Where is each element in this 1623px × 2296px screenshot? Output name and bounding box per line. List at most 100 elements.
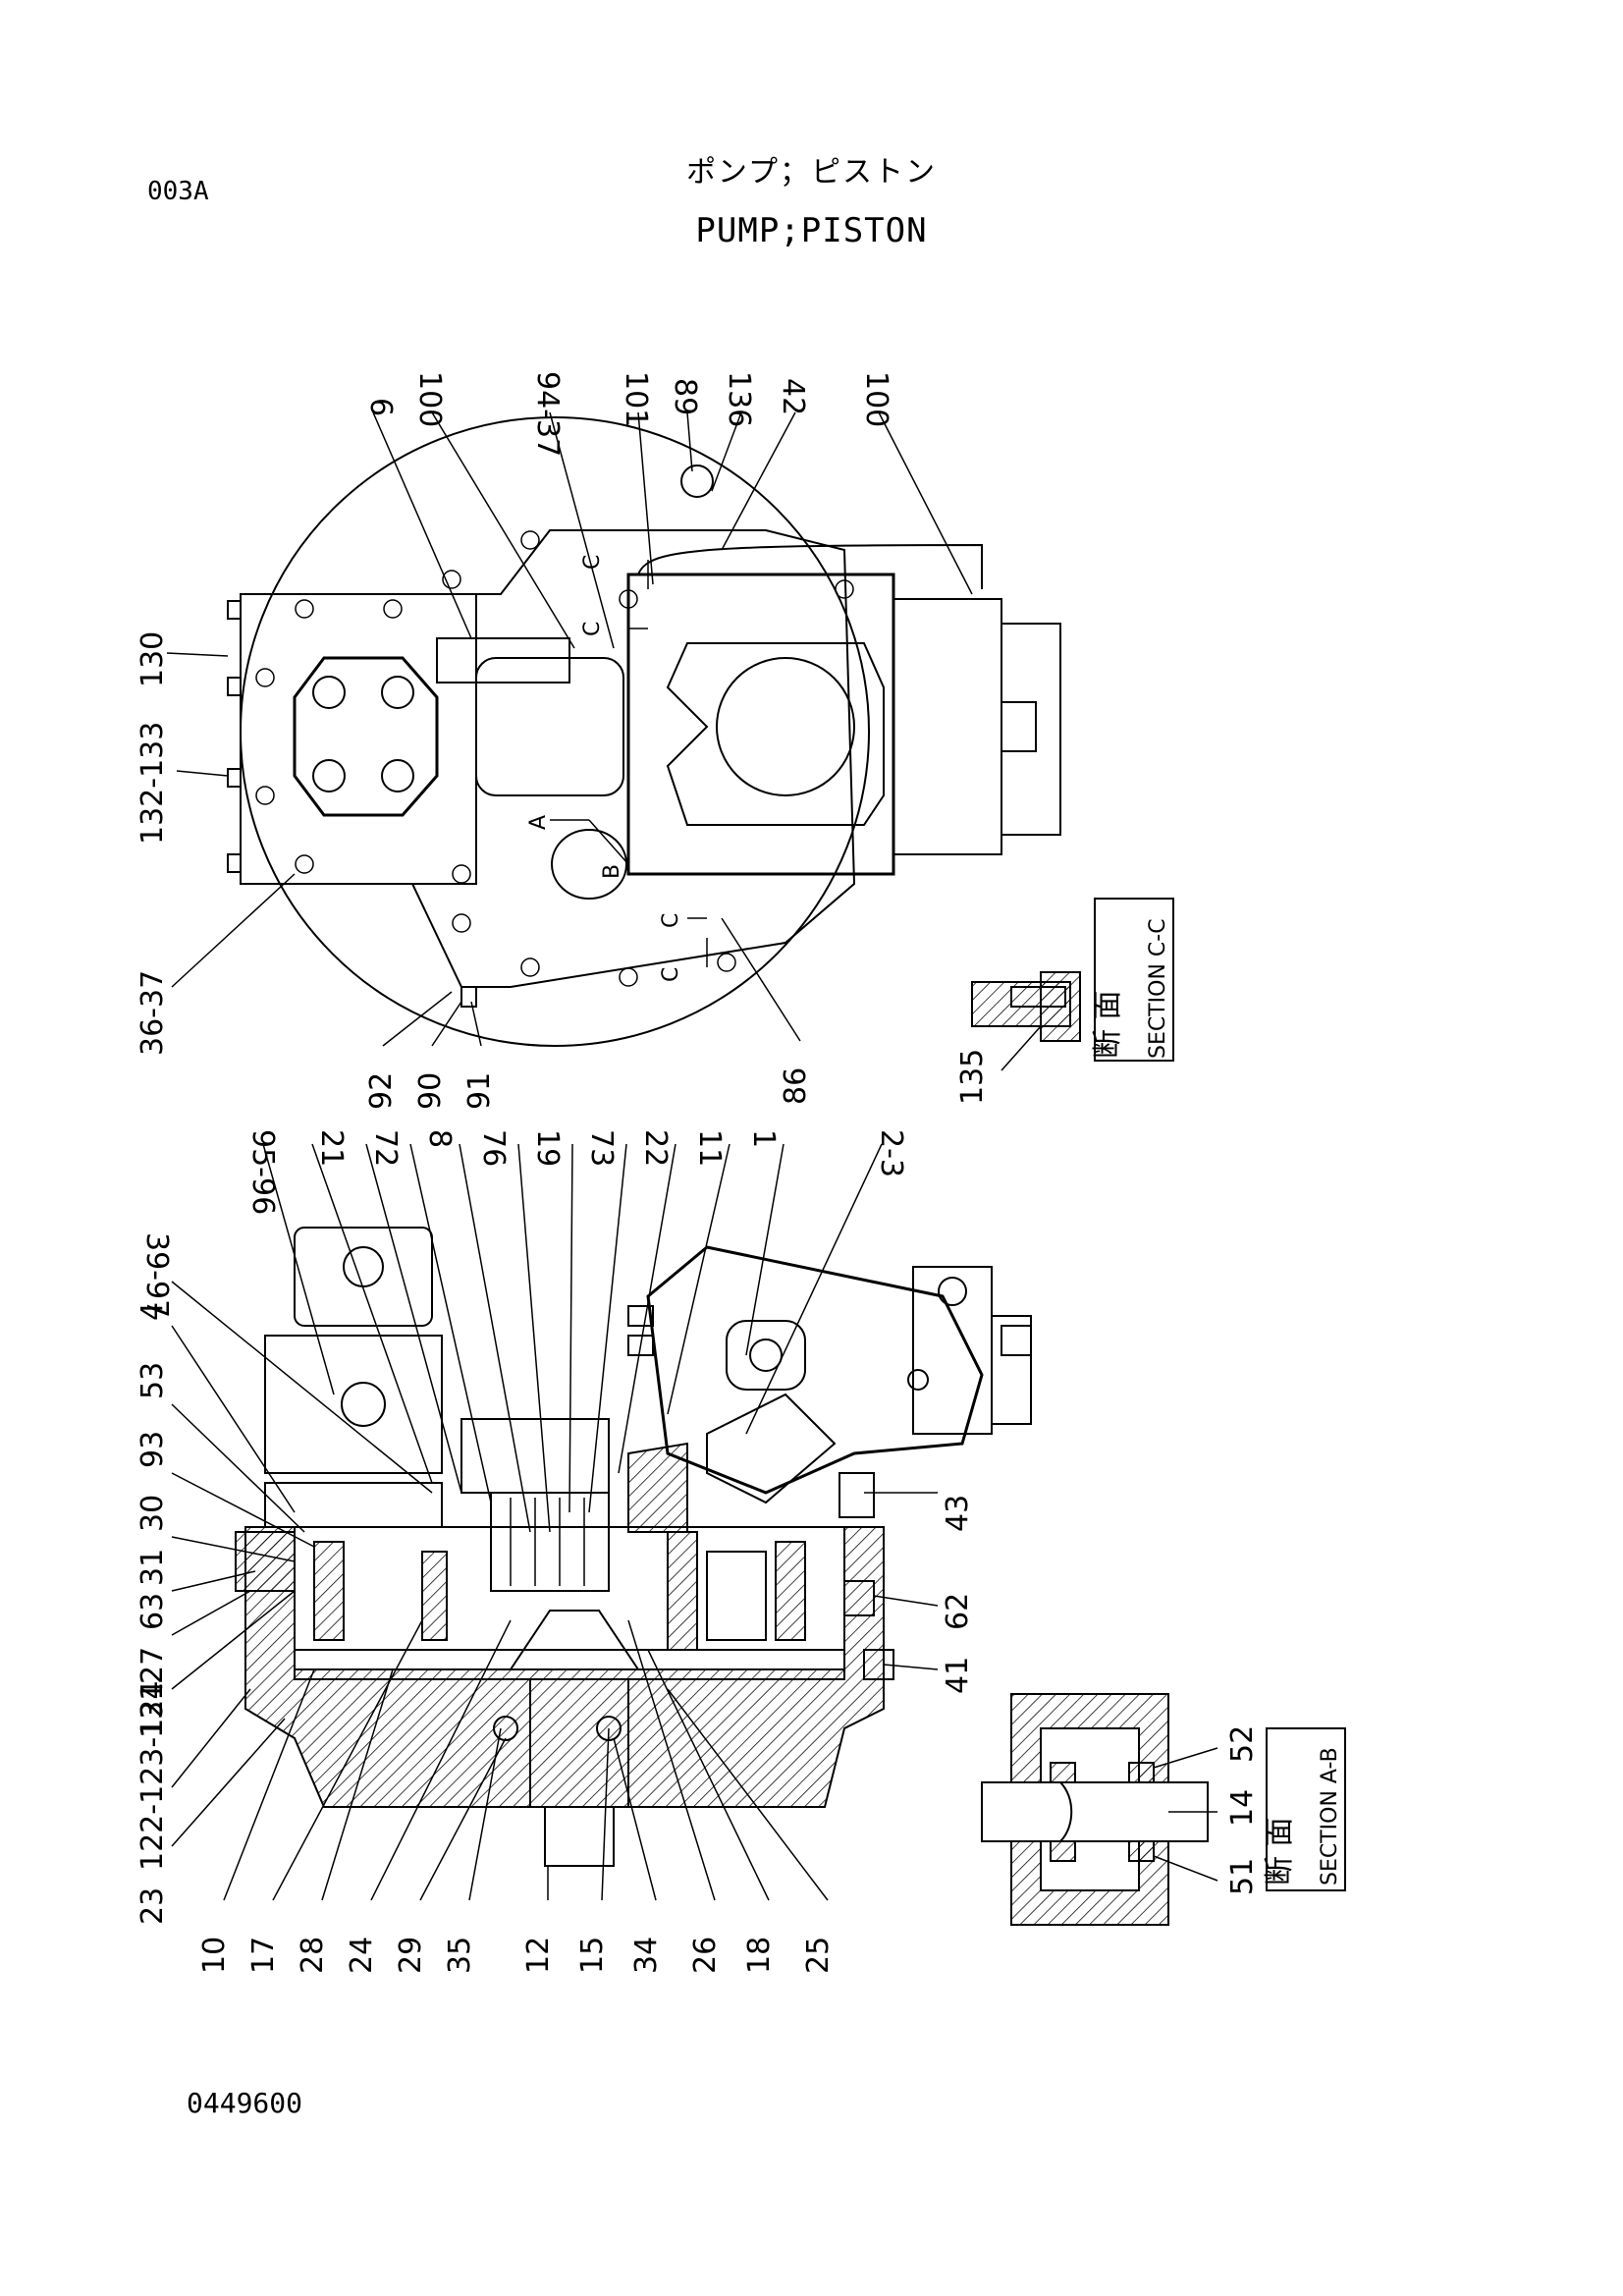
callout-14: 14: [1225, 1789, 1260, 1827]
callout-51: 51: [1225, 1858, 1260, 1895]
callout-122-123-124: 122-123-124: [135, 1681, 170, 1871]
top-view-leaders: [166, 411, 973, 1047]
side-view-drawing: [171, 1143, 1032, 1901]
callout-101: 101: [619, 371, 653, 427]
adapter-flange: [264, 1482, 443, 1528]
callout-21: 21: [314, 1129, 349, 1167]
callout-18: 18: [742, 1937, 777, 1974]
top-view-drawing: [166, 411, 1061, 1047]
section-ab-box: [1266, 1727, 1346, 1891]
callout-43: 43: [941, 1495, 975, 1532]
callout-131: 131: [135, 1682, 170, 1738]
callout-35: 35: [443, 1937, 477, 1974]
callout-100b: 100: [859, 371, 893, 427]
page-code: 003A: [147, 177, 209, 206]
callout-10: 10: [197, 1937, 232, 1974]
callout-52: 52: [1225, 1725, 1260, 1763]
callout-24: 24: [345, 1937, 379, 1974]
pilot-tube: [637, 543, 983, 589]
drawing-number: 0449600: [187, 2087, 303, 2119]
callout-12: 12: [521, 1937, 556, 1974]
callout-30: 30: [135, 1495, 170, 1532]
port-flange: [726, 1320, 806, 1391]
callout-136: 136: [722, 371, 756, 427]
swash-plate-housing: [666, 642, 885, 826]
callout-41: 41: [941, 1657, 975, 1694]
housing-plate-outline: [240, 529, 856, 988]
housing-flange-outline: [240, 416, 870, 1047]
section-cc-en: SECTION C-C: [1146, 918, 1170, 1059]
section-ab-jp: 断 面: [1263, 1817, 1297, 1886]
section-cc-detail: 断 面 SECTION C-C 135: [955, 898, 1174, 1105]
callout-63: 63: [135, 1593, 170, 1630]
callout-91: 91: [462, 1072, 497, 1110]
shaft-dome: [509, 1610, 640, 1670]
callout-76: 76: [476, 1129, 511, 1167]
control-valve: [893, 598, 1002, 855]
callout-92: 92: [364, 1072, 399, 1110]
callout-130: 130: [135, 631, 170, 687]
section-cc-box: [1094, 898, 1174, 1062]
callout-135: 135: [955, 1049, 990, 1105]
section-mark-c1: C: [580, 555, 605, 570]
callout-42: 42: [776, 378, 810, 415]
side-view-callouts: 39-97 95-96 21 72 8 76 19 73 22 11 1 2-3…: [135, 1129, 975, 1974]
callout-27: 27: [135, 1647, 170, 1684]
callout-34: 34: [629, 1937, 664, 1974]
gear-pump-4: [264, 1335, 443, 1474]
main-pump-body-side: [646, 1245, 984, 1495]
callout-29: 29: [394, 1937, 428, 1974]
callout-89: 89: [668, 378, 702, 415]
section-mark-c3: C: [659, 913, 683, 928]
section-cc-jp: 断 面: [1091, 990, 1125, 1059]
callout-93: 93: [135, 1431, 170, 1468]
callout-17: 17: [246, 1937, 281, 1974]
shaft-spline: [544, 1806, 615, 1867]
callout-6: 6: [363, 398, 398, 416]
callout-28: 28: [296, 1937, 330, 1974]
gear-pump-cover: [294, 1227, 433, 1327]
section-lines: [550, 560, 708, 967]
plug-89: [680, 465, 714, 498]
title-english: PUMP;PISTON: [695, 211, 928, 250]
callout-62: 62: [941, 1593, 975, 1630]
section-mark-c4: C: [659, 967, 683, 982]
secondary-shaft: [706, 1551, 767, 1641]
callout-53: 53: [135, 1362, 170, 1399]
callout-36-37: 36-37: [135, 970, 170, 1056]
section-mark-b: B: [600, 864, 624, 879]
top-view-callouts: 6 100 94-37 101 89 136 42 100 130 132-13…: [135, 371, 893, 1110]
valve-plug: [1001, 701, 1037, 752]
callout-86: 86: [779, 1067, 813, 1105]
cylinder-block: [490, 1492, 610, 1592]
regulator-block: [436, 637, 570, 683]
section-mark-a: A: [526, 815, 551, 830]
callout-73: 73: [584, 1129, 619, 1167]
callout-19: 19: [530, 1129, 565, 1167]
section-mark-c2: C: [580, 622, 605, 636]
callout-11: 11: [692, 1129, 727, 1167]
callout-72: 72: [368, 1129, 403, 1167]
valve-cap: [1001, 623, 1061, 836]
callout-2-3: 2-3: [874, 1129, 908, 1177]
callout-1: 1: [746, 1129, 781, 1148]
regulator-window: [475, 657, 624, 796]
side-view-leaders: [171, 1143, 939, 1901]
flange-bolts: [255, 530, 854, 987]
solenoid: [991, 1315, 1032, 1425]
callout-100a: 100: [412, 371, 447, 427]
callout-4: 4: [135, 1302, 170, 1321]
callout-94-37: 94-37: [530, 371, 565, 457]
gear-pump-body: [293, 656, 439, 817]
callout-22: 22: [638, 1129, 673, 1167]
callout-95-96: 95-96: [245, 1129, 280, 1215]
valve-plate: [460, 1418, 610, 1494]
section-ab-en: SECTION A-B: [1318, 1747, 1342, 1886]
inspection-cover: [551, 829, 627, 900]
callout-26: 26: [688, 1937, 723, 1974]
edge-bolts: [227, 600, 477, 1008]
callout-23: 23: [135, 1887, 170, 1925]
callout-25: 25: [801, 1937, 836, 1974]
callout-8: 8: [422, 1129, 457, 1148]
